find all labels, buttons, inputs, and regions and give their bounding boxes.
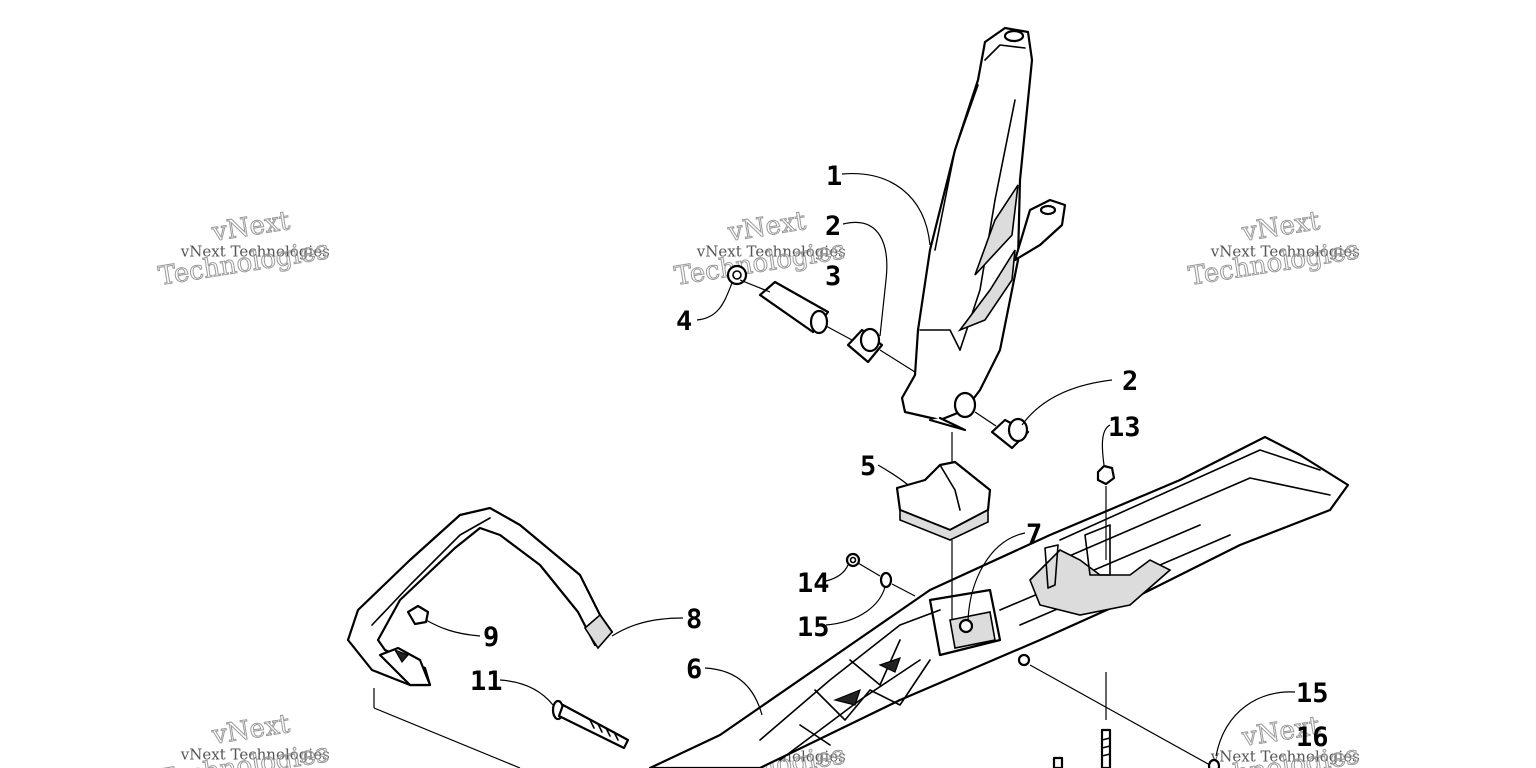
lock-nut-13 xyxy=(1096,464,1116,486)
callout-15-right: 15 xyxy=(1296,678,1329,709)
stud-bottom xyxy=(1100,728,1112,768)
callout-5: 5 xyxy=(860,451,876,482)
washer-15 xyxy=(879,571,893,589)
callout-4: 4 xyxy=(676,306,692,337)
watermark-label: vNext Technologies xyxy=(1210,747,1360,765)
watermark-label: vNext Technologies xyxy=(696,242,846,260)
watermark-label: vNext Technologies xyxy=(1210,242,1360,260)
watermark-bottom-left: vNext vNext Technologies Technologies xyxy=(156,709,332,768)
callout-6: 6 xyxy=(686,654,702,685)
callout-11: 11 xyxy=(470,666,503,697)
watermark-bottom-right: vNext vNext Technologies Technologies xyxy=(1186,711,1362,768)
washer-7 xyxy=(958,618,974,634)
watermark-top-right: vNext vNext Technologies Technologies xyxy=(1186,206,1362,293)
callout-2-lower: 2 xyxy=(1122,366,1138,397)
cap-9 xyxy=(406,604,430,626)
bushing-lower xyxy=(990,417,1030,450)
watermark-label: vNext Technologies xyxy=(180,745,330,763)
watermark-top-center: vNext vNext Technologies Technologies xyxy=(672,206,848,293)
callout-2-upper: 2 xyxy=(825,211,841,242)
ski-handle xyxy=(346,506,614,687)
ski-pad xyxy=(895,460,992,541)
callout-13: 13 xyxy=(1108,412,1141,443)
callout-7: 7 xyxy=(1026,519,1042,550)
callout-16: 16 xyxy=(1296,722,1329,753)
callout-8: 8 xyxy=(686,604,702,635)
callout-15-left: 15 xyxy=(797,612,830,643)
callout-14: 14 xyxy=(797,568,830,599)
ski-spindle xyxy=(900,26,1067,432)
stud-bottom-2 xyxy=(1052,756,1064,768)
watermark-top-left: vNext vNext Technologies Technologies xyxy=(156,206,332,293)
sleeve xyxy=(758,280,830,335)
cap-nut-14 xyxy=(845,552,861,568)
bolt-11 xyxy=(551,699,630,750)
callout-1: 1 xyxy=(826,161,842,192)
callout-9: 9 xyxy=(483,622,499,653)
ski-body xyxy=(648,435,1350,768)
callout-3: 3 xyxy=(825,261,841,292)
washer-15-lower xyxy=(1207,758,1221,768)
watermark-label: vNext Technologies xyxy=(180,242,330,260)
bushing-upper xyxy=(846,327,884,364)
cap-nut-upper xyxy=(726,264,748,286)
